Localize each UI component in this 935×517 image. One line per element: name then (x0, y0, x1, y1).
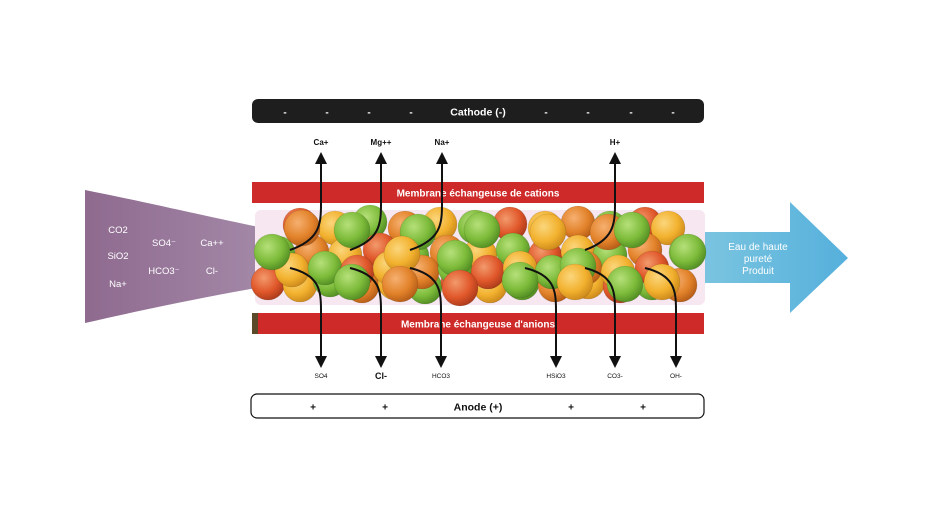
cathode-minus-sign: - (283, 108, 286, 119)
resin-bead (650, 210, 686, 246)
ion-migration-arrows (289, 152, 682, 368)
anion-arrow (584, 267, 621, 368)
resin-bead (463, 211, 501, 249)
product-water-arrow (690, 202, 848, 313)
cation-arrow (349, 152, 387, 251)
anode-bar: Anode (+) + + + + (250, 393, 705, 419)
product-line-3: Produit (742, 266, 774, 277)
resin-bead (253, 233, 291, 271)
feed-ion-sio2: SiO2 (107, 251, 128, 262)
feed-ion-co2: CO2 (108, 225, 128, 236)
cation-label-na: Na+ (435, 138, 450, 147)
cation-membrane-label: Membrane échangeuse de cations (397, 189, 560, 200)
feed-ion-na: Na+ (109, 279, 127, 290)
resin-bead (669, 233, 707, 271)
anion-label-co3: CO3- (607, 373, 623, 380)
cathode-minus-sign: - (367, 108, 370, 119)
feed-ion-cl: Cl- (206, 266, 218, 277)
anion-label-oh: OH- (670, 373, 682, 380)
anion-arrow (409, 267, 447, 368)
cathode-minus-sign: - (586, 108, 589, 119)
cathode-bar: Cathode (-) - - - - - - - - (252, 99, 704, 123)
anion-arrow (644, 267, 682, 368)
anode-plus-sign: + (310, 403, 316, 414)
cation-label-h: H+ (610, 138, 621, 147)
product-line-1: Eau de haute (728, 242, 788, 253)
cathode-minus-sign: - (325, 108, 328, 119)
feed-ion-ca: Ca++ (200, 238, 224, 249)
anion-arrow (524, 267, 562, 368)
resin-bead (333, 263, 371, 301)
cation-arrow (409, 152, 448, 251)
anion-membrane-label: Membrane échangeuse d'anions (401, 320, 556, 331)
resin-bead (501, 261, 539, 299)
anode-plus-sign: + (382, 403, 388, 414)
feed-ion-labels: CO2 SiO2 Na+ SO4⁻ HCO3⁻ Ca++ Cl- (107, 225, 224, 290)
cathode-minus-sign: - (409, 108, 412, 119)
anion-arrow (349, 267, 387, 368)
cation-label-mg: Mg++ (371, 138, 392, 147)
product-labels: Eau de haute pureté Produit (728, 242, 788, 277)
cathode-minus-sign: - (544, 108, 547, 119)
resin-bead (441, 269, 479, 307)
anode-label: Anode (+) (454, 402, 503, 414)
feed-ion-hco3: HCO3⁻ (148, 266, 179, 277)
resin-bead (556, 263, 594, 301)
resin-bead (643, 263, 681, 301)
cathode-minus-sign: - (629, 108, 632, 119)
cation-membrane: Membrane échangeuse de cations (252, 182, 704, 203)
cation-arrow (289, 152, 327, 251)
feed-ion-so4: SO4⁻ (152, 238, 176, 249)
anion-label-hco3: HCO3 (432, 373, 450, 380)
cathode-label: Cathode (-) (450, 107, 505, 119)
feed-water-wedge (85, 190, 275, 323)
anode-plus-sign: + (568, 403, 574, 414)
anion-label-so4: SO4 (314, 373, 327, 380)
resin-bead (606, 265, 644, 303)
anion-label-hsio3: HSiO3 (546, 373, 566, 380)
cation-output-labels: Ca+ Mg++ Na+ H+ (314, 138, 621, 147)
resin-bead (333, 211, 371, 249)
anion-arrow (289, 267, 327, 368)
resin-bead (283, 209, 321, 247)
anode-plus-sign: + (640, 403, 646, 414)
product-line-2: pureté (744, 254, 773, 265)
cation-label-ca: Ca+ (314, 138, 329, 147)
anion-membrane: Membrane échangeuse d'anions (252, 313, 704, 334)
anion-label-cl: Cl- (375, 371, 387, 381)
resin-bead (529, 213, 567, 251)
cathode-minus-sign: - (671, 108, 674, 119)
cation-arrow (584, 152, 621, 251)
resin-bead (381, 265, 419, 303)
resin-bead (613, 211, 651, 249)
anion-output-labels: SO4 Cl- HCO3 HSiO3 CO3- OH- (314, 371, 681, 381)
